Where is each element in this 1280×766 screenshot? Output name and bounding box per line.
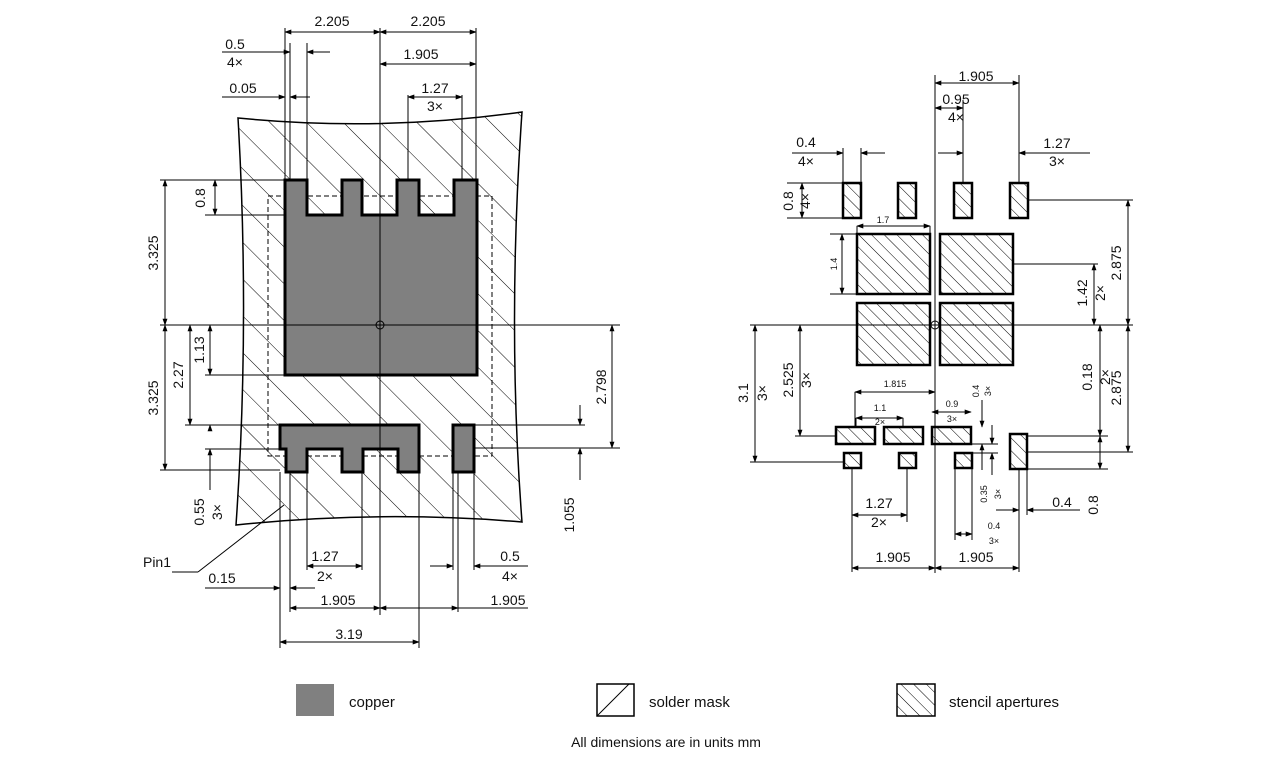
dim-rv-small-gap: 0.35 [979,485,989,503]
dim-right-offset: 2.798 [593,369,609,404]
dim-pitch-count: 3× [427,98,443,114]
dim-rv-aperture-height-count: 4× [797,193,813,209]
dim-rv-wide-span-count: 3× [798,372,814,388]
dim-rv-bottom-span-count: 3× [754,385,770,401]
dim-bottom-notch: 0.55 [191,498,207,525]
dim-pin-height: 1.055 [561,497,577,532]
dim-rv-gap-count: 2× [1097,369,1113,385]
dim-rv-big-width: 1.7 [877,215,890,225]
stencil-bottom-aperture [834,425,877,446]
stencil-bottom-aperture [930,425,973,446]
stencil-small-aperture [897,451,918,470]
dim-rv-lower-span: 2.875 [1108,370,1124,405]
dim-rv-wide-height-count: 3× [983,386,993,396]
dim-rv-big-center-count: 2× [1092,285,1108,301]
dim-rv-narrow-width-count: 3× [947,414,957,424]
dim-bottom-pad-width: 0.5 [500,548,520,564]
dim-rv-bottom-span: 3.1 [735,383,751,403]
dim-bottom-pitch: 1.27 [311,548,338,564]
dim-pitch: 1.27 [421,80,448,96]
stencil-center-aperture [938,232,1015,296]
dim-rv-narrow-width: 0.9 [946,399,959,409]
dim-bottom-left-half: 1.905 [320,592,355,608]
dim-rv-wide-width-count: 2× [875,417,885,427]
dim-rv-gap: 0.18 [1079,363,1095,390]
dim-rv-half-pitch: 1.905 [958,68,993,84]
legend-solder-mask-swatch [596,683,635,717]
dim-rv-wide-width: 1.1 [874,403,887,413]
stencil-top-aperture [952,181,974,220]
stencil-center-aperture [938,301,1015,367]
dim-rv-pin-width: 0.4 [1052,494,1072,510]
stencil-bottom-aperture [1008,432,1029,471]
dim-rv-pitch: 1.27 [1043,135,1070,151]
copper-top-pad [283,178,479,377]
dim-rv-row-offset: 1.815 [884,379,907,389]
stencil-center-aperture [855,232,932,296]
dim-bottom-clearance: 0.15 [208,570,235,586]
stencil-top-aperture [1008,181,1030,220]
legend-stencil-swatch [896,683,936,717]
dim-top-right: 2.205 [410,13,445,29]
dim-pad-width-count: 4× [227,54,243,70]
dim-bottom-pitch-count: 2× [317,568,333,584]
legend: copper solder mask stencil apertures [296,683,1059,717]
dim-rv-bottom-left-half: 1.905 [875,549,910,565]
dim-rv-big-height: 1.4 [829,258,839,271]
dim-rv-small-gap-count: 3× [993,489,1003,499]
left-footprint-view: 2.205 2.205 0.5 4× 0.05 1.905 1.27 3× 0.… [143,13,620,648]
dim-rv-small-width: 0.4 [988,521,1001,531]
dim-rv-bottom-right-half: 1.905 [958,549,993,565]
units-footnote: All dimensions are in units mm [571,734,761,750]
legend-copper-label: copper [349,694,395,711]
dim-rv-wide-span: 2.525 [780,362,796,397]
dim-to-bottom-pads: 2.27 [170,361,186,388]
dim-rv-big-center: 1.42 [1074,279,1090,306]
stencil-small-aperture [953,451,974,470]
dim-rv-aperture-width: 0.4 [796,134,816,150]
dim-top-half-height: 3.325 [145,235,161,270]
copper-bottom-pad [278,423,421,474]
stencil-small-aperture [842,451,863,470]
legend-stencil-label: stencil apertures [949,694,1059,711]
stencil-center-aperture [855,301,932,367]
dim-rv-offset: 0.95 [942,91,969,107]
right-stencil-view: 1.905 0.95 4× 0.4 4× 1.27 3× 0.8 4× 1.7 … [735,68,1133,573]
dim-rv-bottom-pitch-count: 2× [871,514,887,530]
dim-notch-height: 0.8 [192,188,208,208]
dim-half-pitch: 1.905 [403,46,438,62]
copper-pin-pad [451,423,476,474]
dim-pad-width: 0.5 [225,36,245,52]
dim-rv-pitch-count: 3× [1049,153,1065,169]
dim-rv-bottom-pitch: 1.27 [865,495,892,511]
dim-rv-small-width-count: 3× [989,536,999,546]
dim-bottom-right-half: 1.905 [490,592,525,608]
stencil-bottom-aperture [882,425,925,446]
dim-copper-lower: 1.13 [191,336,207,363]
dim-rv-aperture-width-count: 4× [798,153,814,169]
pin1-label: Pin1 [143,554,171,570]
stencil-top-aperture [896,181,918,220]
dim-bottom-copper-width: 3.19 [335,626,362,642]
dim-top-left: 2.205 [314,13,349,29]
dim-bottom-notch-count: 3× [209,504,225,520]
dim-rv-pin-height: 0.8 [1085,495,1101,515]
dim-rv-top-span: 2.875 [1108,245,1124,280]
dim-rv-offset-count: 4× [948,109,964,125]
dim-clearance: 0.05 [229,80,256,96]
stencil-top-aperture [841,181,863,220]
dim-bottom-half-height: 3.325 [145,380,161,415]
legend-copper-swatch [296,684,334,716]
dim-rv-wide-height: 0.4 [971,385,981,398]
dim-bottom-pad-width-count: 4× [502,568,518,584]
legend-solder-mask-label: solder mask [649,694,730,711]
dim-rv-aperture-height: 0.8 [780,191,796,211]
